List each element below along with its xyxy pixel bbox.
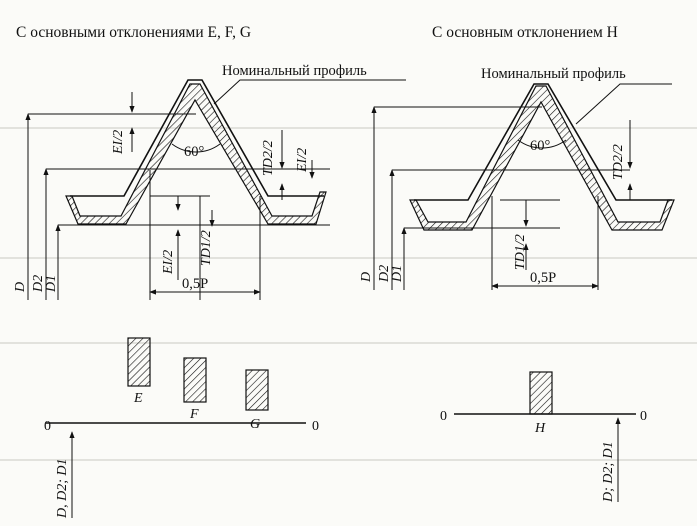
left-angle-label: 60° bbox=[184, 144, 205, 160]
right-zero-left: 0 bbox=[440, 409, 447, 424]
left-zero-left: 0 bbox=[44, 419, 51, 434]
right-D1-label: D1 bbox=[390, 265, 405, 283]
left-TD1-label: TD1/2 bbox=[199, 230, 214, 266]
field-F bbox=[183, 357, 207, 403]
right-TD2-label: TD2/2 bbox=[611, 144, 626, 180]
right-profile-label: Номинальный профиль bbox=[481, 66, 626, 82]
left-diagram: С основными отклонениями E, F, G Номинал… bbox=[13, 24, 406, 519]
right-TD1-label: TD1/2 bbox=[513, 234, 528, 270]
left-TD2-label: TD2/2 bbox=[261, 140, 276, 176]
right-D2-label: D2 bbox=[377, 265, 392, 283]
background-lines bbox=[0, 127, 697, 461]
left-basic-profile-line bbox=[70, 79, 324, 197]
left-profile-label: Номинальный профиль bbox=[222, 63, 367, 79]
left-EI-right-label: EI/2 bbox=[295, 148, 310, 173]
field-G bbox=[245, 369, 269, 411]
right-zero-right: 0 bbox=[640, 409, 647, 424]
left-EI-top-label: EI/2 bbox=[111, 130, 126, 155]
field-E-label: E bbox=[133, 391, 143, 406]
left-profile-leader bbox=[213, 79, 406, 105]
field-H-label: H bbox=[534, 421, 546, 436]
right-axis-label: D; D2; D1 bbox=[601, 441, 616, 503]
left-title: С основными отклонениями E, F, G bbox=[16, 24, 251, 41]
left-nominal-profile bbox=[65, 83, 327, 225]
right-basic-profile-line bbox=[414, 83, 672, 201]
left-D2-label: D2 bbox=[31, 275, 46, 293]
left-axis-label: D, D2; D1 bbox=[55, 459, 70, 520]
left-D-label: D bbox=[13, 282, 28, 293]
left-pitch-label: 0,5P bbox=[182, 276, 208, 292]
field-E bbox=[127, 337, 151, 387]
left-EI-bottom-label: EI/2 bbox=[161, 250, 176, 275]
left-zero-right: 0 bbox=[312, 419, 319, 434]
right-nominal-profile bbox=[409, 85, 675, 231]
right-diagram: С основным отклонением H Номинальный про… bbox=[359, 24, 675, 503]
field-F-label: F bbox=[189, 407, 199, 422]
right-D-label: D bbox=[359, 272, 374, 283]
right-angle-label: 60° bbox=[530, 138, 551, 154]
right-title: С основным отклонением H bbox=[432, 24, 618, 41]
right-pitch-label: 0,5P bbox=[530, 270, 556, 286]
left-D1-label: D1 bbox=[44, 275, 59, 293]
field-H bbox=[529, 371, 553, 415]
right-profile-leader bbox=[575, 83, 672, 125]
field-G-label: G bbox=[250, 417, 260, 432]
